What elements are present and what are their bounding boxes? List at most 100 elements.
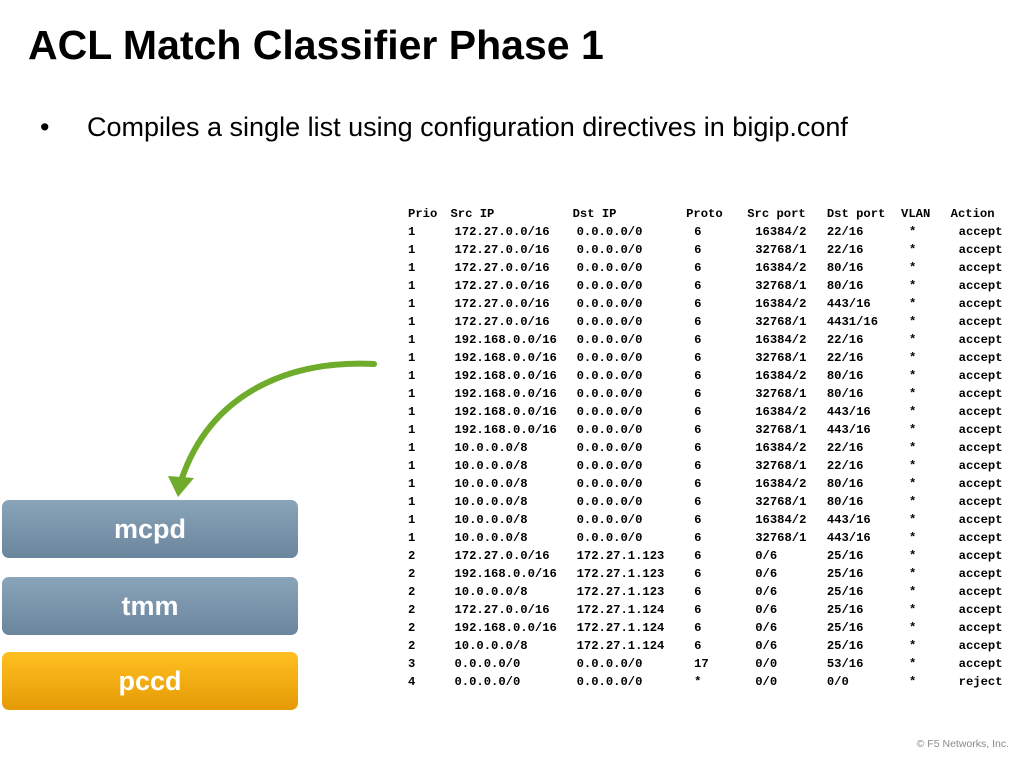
cell-src-port: 16384/2 — [755, 513, 807, 527]
cell-src-ip: 172.27.0.0/16 — [454, 549, 550, 563]
cell-src-port: 32768/1 — [755, 315, 807, 329]
cell-vlan: * — [909, 387, 917, 401]
cell-dst-ip: 0.0.0.0/0 — [576, 225, 643, 239]
cell-src-port: 32768/1 — [755, 243, 807, 257]
cell-vlan: * — [909, 297, 917, 311]
cell-proto: 6 — [694, 567, 702, 581]
cell-action: accept — [958, 243, 1003, 257]
cell-action: accept — [958, 387, 1003, 401]
cell-src-ip: 172.27.0.0/16 — [454, 297, 550, 311]
cell-vlan: * — [909, 477, 917, 491]
cell-dst-ip: 0.0.0.0/0 — [576, 423, 643, 437]
cell-proto: * — [694, 675, 702, 689]
cell-dst-port: 25/16 — [826, 549, 864, 563]
bullet-text: Compiles a single list using configurati… — [87, 112, 848, 142]
cell-vlan: * — [909, 423, 917, 437]
cell-vlan: * — [909, 243, 917, 257]
cell-src-port: 0/6 — [755, 585, 778, 599]
cell-action: accept — [958, 423, 1003, 437]
tmm-box: tmm — [2, 577, 298, 635]
column-header-prio: Prio — [408, 207, 438, 221]
cell-prio: 1 — [408, 351, 416, 365]
cell-prio: 1 — [408, 477, 416, 491]
cell-src-port: 32768/1 — [755, 279, 807, 293]
cell-dst-port: 80/16 — [826, 261, 864, 275]
cell-dst-port: 25/16 — [826, 567, 864, 581]
cell-action: accept — [958, 225, 1003, 239]
cell-action: accept — [958, 405, 1003, 419]
cell-src-port: 16384/2 — [755, 261, 807, 275]
cell-action: accept — [958, 297, 1003, 311]
column-header-src-ip: Src IP — [450, 207, 495, 221]
cell-src-ip: 192.168.0.0/16 — [454, 567, 557, 581]
cell-src-ip: 10.0.0.0/8 — [454, 495, 528, 509]
cell-dst-port: 25/16 — [826, 621, 864, 635]
cell-src-ip: 172.27.0.0/16 — [454, 225, 550, 239]
cell-prio: 1 — [408, 261, 416, 275]
cell-prio: 1 — [408, 495, 416, 509]
mcpd-label: mcpd — [113, 513, 186, 544]
cell-prio: 1 — [408, 225, 416, 239]
cell-dst-ip: 172.27.1.124 — [576, 621, 665, 635]
cell-vlan: * — [909, 225, 917, 239]
cell-action: accept — [958, 495, 1003, 509]
cell-dst-port: 22/16 — [826, 225, 864, 239]
cell-dst-port: 0/0 — [826, 675, 849, 689]
cell-src-ip: 10.0.0.0/8 — [454, 477, 528, 491]
cell-vlan: * — [909, 333, 917, 347]
pccd-box: pccd — [2, 652, 298, 710]
mcpd-box: mcpd — [2, 500, 298, 558]
cell-vlan: * — [909, 549, 917, 563]
cell-src-port: 32768/1 — [755, 459, 807, 473]
cell-vlan: * — [909, 405, 917, 419]
cell-prio: 1 — [408, 243, 416, 257]
cell-proto: 6 — [694, 531, 702, 545]
cell-src-ip: 192.168.0.0/16 — [454, 351, 557, 365]
cell-dst-ip: 172.27.1.124 — [576, 603, 665, 617]
cell-src-port: 16384/2 — [755, 477, 807, 491]
cell-vlan: * — [909, 495, 917, 509]
cell-dst-ip: 0.0.0.0/0 — [576, 315, 643, 329]
cell-src-ip: 192.168.0.0/16 — [454, 621, 557, 635]
cell-prio: 1 — [408, 459, 416, 473]
cell-vlan: * — [909, 531, 917, 545]
cell-src-port: 32768/1 — [755, 387, 807, 401]
cell-proto: 6 — [694, 477, 702, 491]
cell-vlan: * — [909, 621, 917, 635]
cell-dst-port: 53/16 — [826, 657, 864, 671]
cell-prio: 1 — [408, 405, 416, 419]
cell-src-port: 32768/1 — [755, 351, 807, 365]
cell-dst-ip: 0.0.0.0/0 — [576, 657, 643, 671]
table-body: 1 172.27.0.0/16 0.0.0.0/0 6 16384/2 22/16 * acc… — [408, 223, 1017, 691]
cell-action: accept — [958, 531, 1003, 545]
cell-src-port: 0/0 — [755, 675, 778, 689]
cell-src-ip: 192.168.0.0/16 — [454, 387, 557, 401]
cell-proto: 6 — [694, 621, 702, 635]
cell-prio: 2 — [408, 603, 416, 617]
cell-proto: 6 — [694, 513, 702, 527]
cell-src-ip: 10.0.0.0/8 — [454, 459, 528, 473]
cell-proto: 6 — [694, 423, 702, 437]
cell-dst-ip: 0.0.0.0/0 — [576, 279, 643, 293]
cell-proto: 6 — [694, 495, 702, 509]
cell-action: accept — [958, 279, 1003, 293]
cell-proto: 6 — [694, 405, 702, 419]
cell-dst-ip: 0.0.0.0/0 — [576, 459, 643, 473]
cell-dst-port: 25/16 — [826, 639, 864, 653]
cell-proto: 6 — [694, 333, 702, 347]
cell-dst-port: 80/16 — [826, 279, 864, 293]
cell-vlan: * — [909, 351, 917, 365]
copyright-notice: © F5 Networks, Inc. — [916, 738, 1009, 750]
